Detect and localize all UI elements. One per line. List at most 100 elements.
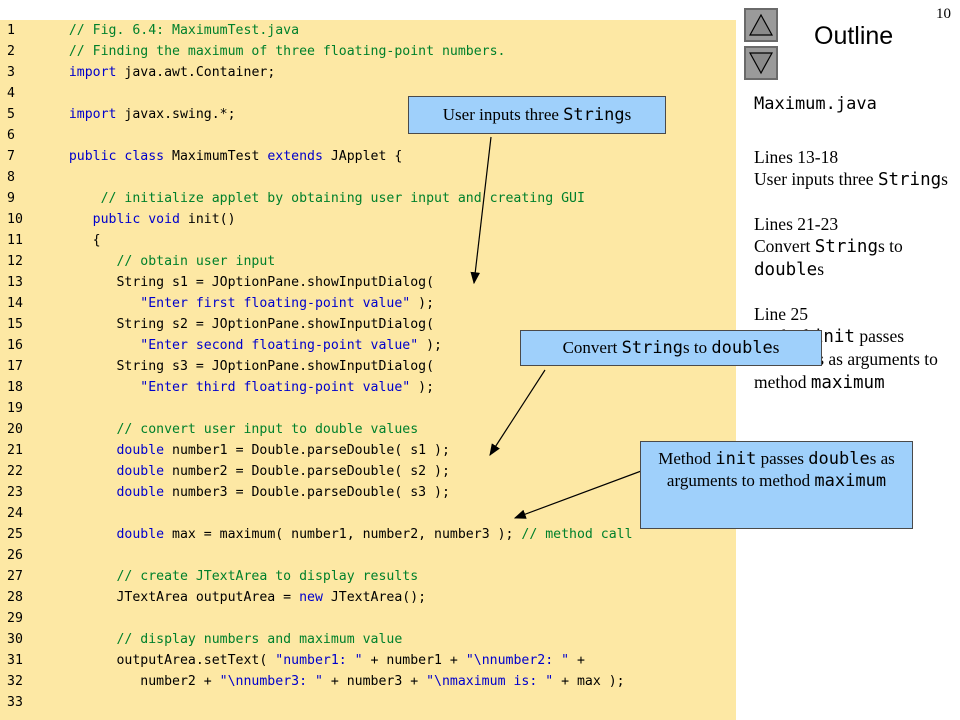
code-token: // display numbers and maximum value <box>45 632 403 647</box>
line-number: 11 <box>7 233 23 248</box>
line-number: 2 <box>7 44 15 59</box>
code-line: 3 import java.awt.Container; <box>0 62 736 83</box>
callout-method-init: Method init passes doubles as arguments … <box>640 441 913 529</box>
code-text: "Enter third floating-point value" ); <box>45 377 434 398</box>
line-number: 30 <box>7 632 23 647</box>
line-number: 27 <box>7 569 23 584</box>
text-run: User inputs three <box>442 105 564 124</box>
line-number: 16 <box>7 338 23 353</box>
code-line: 18 "Enter third floating-point value" ); <box>0 377 736 398</box>
code-term: String <box>621 338 684 358</box>
code-text: // create JTextArea to display results <box>45 566 418 587</box>
code-line: 20 // convert user input to double value… <box>0 419 736 440</box>
code-line: 17 String s3 = JOptionPane.showInputDial… <box>0 356 736 377</box>
code-term: double <box>754 260 818 280</box>
code-token <box>45 107 69 122</box>
previous-slide-button[interactable] <box>744 8 778 42</box>
code-text: public void init() <box>45 209 236 230</box>
outline-note-range: Line 25 <box>754 304 808 324</box>
code-line: 2 // Finding the maximum of three floati… <box>0 41 736 62</box>
text-run: Convert <box>754 236 815 256</box>
line-number: 13 <box>7 275 23 290</box>
code-token: number3 = Double.parseDouble( s3 ); <box>164 485 450 500</box>
code-text: public class MaximumTest extends JApplet… <box>45 146 402 167</box>
code-token <box>45 149 69 164</box>
code-line: 7 public class MaximumTest extends JAppl… <box>0 146 736 167</box>
code-token: // obtain user input <box>45 254 276 269</box>
code-token: ); <box>410 380 435 395</box>
code-text: "Enter first floating-point value" ); <box>45 293 434 314</box>
code-token <box>45 485 116 500</box>
outline-note-range: Lines 13-18 <box>754 147 839 167</box>
line-number: 19 <box>7 401 23 416</box>
code-token: init() <box>179 212 236 227</box>
outline-note-text: User inputs three Strings <box>754 168 954 191</box>
code-term: double <box>808 449 870 469</box>
line-number: 22 <box>7 464 23 479</box>
code-text: // initialize applet by obtaining user i… <box>45 188 585 209</box>
line-number: 23 <box>7 485 23 500</box>
line-number: 7 <box>7 149 15 164</box>
code-line: 31 outputArea.setText( "number1: " + num… <box>0 650 736 671</box>
code-line: 4 <box>0 83 736 104</box>
code-term: maximum <box>810 373 885 393</box>
code-text: import javax.swing.*; <box>45 104 236 125</box>
code-token: new <box>299 590 323 605</box>
code-line: 13 String s1 = JOptionPane.showInputDial… <box>0 272 736 293</box>
code-text: JTextArea outputArea = new JTextArea(); <box>45 587 426 608</box>
code-line: 28 JTextArea outputArea = new JTextArea(… <box>0 587 736 608</box>
code-token <box>45 296 140 311</box>
code-line: 10 public void init() <box>0 209 736 230</box>
line-number: 6 <box>7 128 15 143</box>
code-token: import <box>68 107 117 122</box>
text-run: Method <box>658 449 716 468</box>
line-number: 21 <box>7 443 23 458</box>
code-token: "Enter second floating-point value" <box>140 338 419 353</box>
code-token: { <box>45 233 101 248</box>
code-text: { <box>45 230 101 251</box>
code-term: init <box>715 449 757 469</box>
code-token: outputArea.setText( <box>45 653 276 668</box>
code-text: // convert user input to double values <box>45 419 418 440</box>
code-token: // Fig. 6.4: MaximumTest.java <box>45 23 300 38</box>
text-run: s <box>772 338 780 357</box>
code-line: 30 // display numbers and maximum value <box>0 629 736 650</box>
text-run: s <box>941 169 948 189</box>
outline-title: Outline <box>814 22 894 50</box>
text-run: passes <box>756 449 809 468</box>
code-term: double <box>711 338 773 358</box>
code-term: String <box>814 237 878 257</box>
code-token: + number3 + <box>322 674 427 689</box>
code-text: String s3 = JOptionPane.showInputDialog( <box>45 356 434 377</box>
code-text: // Fig. 6.4: MaximumTest.java <box>45 20 299 41</box>
code-token: "\nnumber2: " <box>465 653 570 668</box>
line-number: 9 <box>7 191 15 206</box>
code-text: double number2 = Double.parseDouble( s2 … <box>45 461 449 482</box>
code-text: // display numbers and maximum value <box>45 629 402 650</box>
line-number: 14 <box>7 296 23 311</box>
code-line: 27 // create JTextArea to display result… <box>0 566 736 587</box>
code-token: MaximumTest <box>164 149 268 164</box>
line-number: 25 <box>7 527 23 542</box>
code-token: String s2 = JOptionPane.showInputDialog( <box>45 317 435 332</box>
text-run: s <box>624 105 632 124</box>
code-term: maximum <box>814 471 887 491</box>
line-number: 4 <box>7 86 15 101</box>
code-token: ); <box>410 296 435 311</box>
line-number: 10 <box>7 212 23 227</box>
code-token: import <box>68 65 117 80</box>
code-token: "\nnumber3: " <box>219 674 323 689</box>
code-token: JApplet { <box>322 149 403 164</box>
code-text: "Enter second floating-point value" ); <box>45 335 442 356</box>
outline-note-text: Convert Strings to doubles <box>754 235 954 281</box>
text-run: s as arguments to method <box>666 449 895 490</box>
code-line: 8 <box>0 167 736 188</box>
code-token: public void <box>92 212 180 227</box>
code-line: 15 String s2 = JOptionPane.showInputDial… <box>0 314 736 335</box>
code-token <box>45 65 69 80</box>
next-slide-button[interactable] <box>744 46 778 80</box>
code-token: JTextArea outputArea = <box>45 590 300 605</box>
code-token: + max ); <box>553 674 625 689</box>
